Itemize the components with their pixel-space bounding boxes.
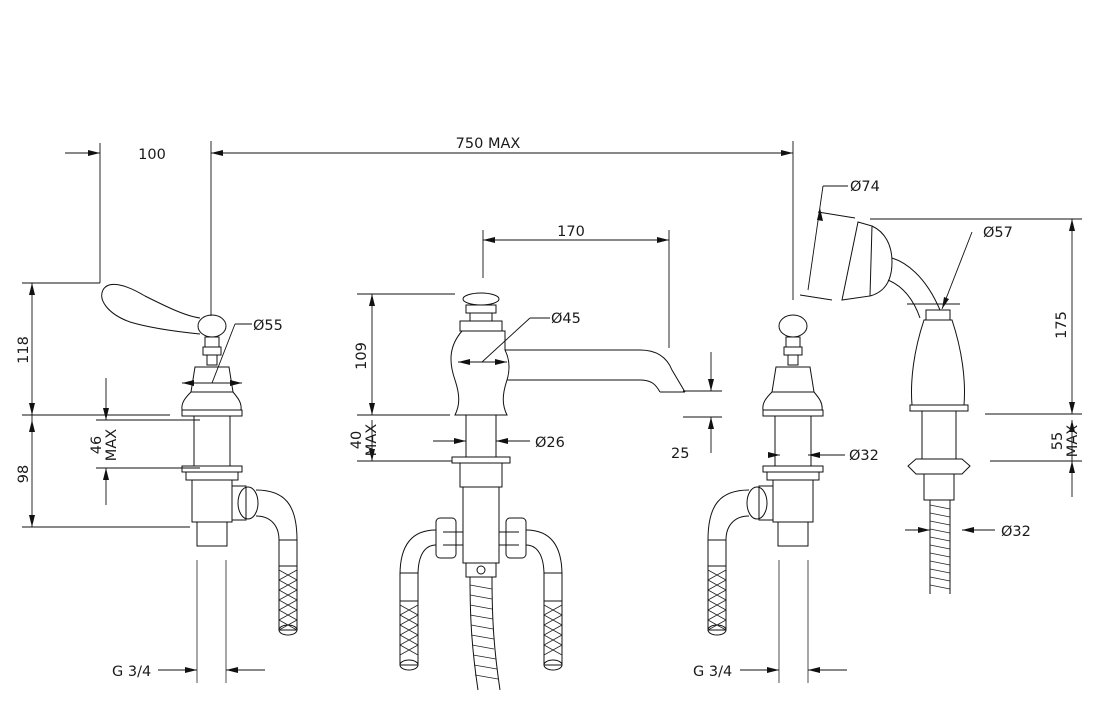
dim-d32-hose: Ø32 — [1001, 524, 1031, 540]
dim-d32-valve: Ø32 — [849, 448, 879, 464]
dim-25: 25 — [671, 446, 689, 462]
dim-750-max: 750 MAX — [456, 136, 521, 152]
dim-d57: Ø57 — [983, 225, 1013, 241]
dim-175: 175 — [1054, 311, 1070, 339]
dim-40-max: MAX — [364, 424, 380, 456]
right-valve — [707, 314, 824, 636]
center-spout — [399, 292, 686, 691]
dim-170: 170 — [557, 224, 585, 240]
dim-109: 109 — [354, 342, 370, 370]
dim-46: 46 — [89, 436, 105, 454]
dim-d45: Ø45 — [551, 311, 581, 327]
thread-g34-right: G 3/4 — [693, 664, 732, 680]
dim-55-max: MAX — [1065, 425, 1081, 457]
dim-46-max: MAX — [104, 429, 120, 461]
thread-g34-left: G 3/4 — [112, 664, 151, 680]
dim-d55: Ø55 — [253, 318, 283, 334]
hand-shower — [841, 221, 971, 594]
dim-d74: Ø74 — [850, 179, 880, 195]
left-valve — [101, 283, 298, 636]
dim-40: 40 — [349, 431, 365, 449]
dim-100: 100 — [138, 147, 166, 163]
dim-d26: Ø26 — [535, 435, 565, 451]
dim-118: 118 — [16, 336, 32, 364]
dim-55: 55 — [1050, 432, 1066, 450]
dimension-labels: 100 750 MAX 170 Ø74 Ø57 Ø55 Ø45 118 109 … — [16, 136, 1081, 680]
dim-98: 98 — [16, 465, 32, 483]
dimension-lines — [22, 141, 1082, 683]
